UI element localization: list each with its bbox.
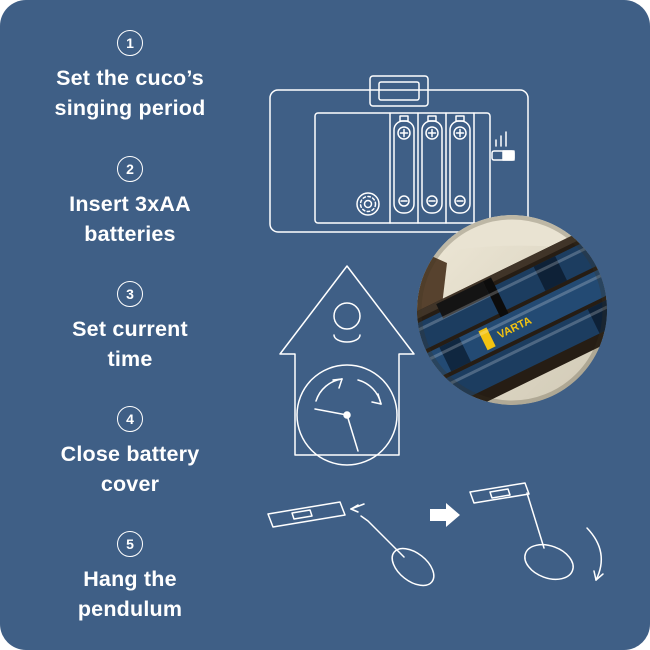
step-1-label: Set the cuco’s singing period xyxy=(10,63,250,123)
hanger-tab xyxy=(369,75,429,107)
battery-3-icon xyxy=(449,115,471,214)
rotate-clockwise-arrows xyxy=(315,378,382,405)
step-4-label-line2: cover xyxy=(100,472,160,496)
insert-arrow-icon xyxy=(350,503,365,513)
switch-icon xyxy=(491,150,515,161)
house-outline xyxy=(279,265,415,456)
step-2-label: Insert 3xAA batteries xyxy=(10,189,250,249)
battery-compartment-diagram xyxy=(268,74,530,234)
cuckoo-hole xyxy=(333,302,361,330)
battery-bay-photo: VARTA xyxy=(417,217,607,405)
battery-photo-inset: VARTA xyxy=(417,215,607,405)
step-3-number-badge: 3 xyxy=(117,281,143,307)
volume-icon xyxy=(495,131,507,147)
pendulum-rod xyxy=(526,492,545,549)
step-4-label-line1: Close battery xyxy=(60,442,200,466)
step-3: 3 Set current time xyxy=(10,281,250,374)
clock-base-plate xyxy=(469,482,530,504)
contact-clip-photo xyxy=(482,277,509,318)
step-1-number-badge: 1 xyxy=(117,30,143,56)
pendulum-attach-diagram xyxy=(252,478,442,598)
minute-hand xyxy=(346,414,359,452)
step-3-label-line1: Set current xyxy=(72,317,188,341)
step-1-label-line1: Set the cuco’s xyxy=(56,66,204,90)
battery-2-icon xyxy=(421,115,443,214)
step-1-label-line2: singing period xyxy=(54,96,206,120)
battery-photo-3 xyxy=(417,296,607,405)
step-4-number-badge: 4 xyxy=(117,406,143,432)
step-4: 4 Close battery cover xyxy=(10,406,250,499)
next-step-arrow-icon xyxy=(430,502,460,528)
hour-hand xyxy=(314,408,348,416)
step-5-label: Hang the pendulum xyxy=(10,564,250,624)
pendulum-bob xyxy=(391,547,435,587)
compartment-outline xyxy=(269,89,529,233)
step-2-label-line2: batteries xyxy=(84,222,176,246)
step-2-number-badge: 2 xyxy=(117,156,143,182)
step-5-number-badge: 5 xyxy=(117,531,143,557)
step-2: 2 Insert 3xAA batteries xyxy=(10,156,250,249)
pendulum-hang-diagram xyxy=(452,470,637,605)
step-3-label-line2: time xyxy=(107,347,153,371)
pendulum-bob xyxy=(524,543,574,581)
clock-base-plate xyxy=(267,501,346,528)
cuckoo-clock-diagram xyxy=(262,258,447,473)
step-5-label-line1: Hang the xyxy=(83,567,177,591)
pendulum-rod xyxy=(360,515,405,558)
pendulum-slot xyxy=(291,509,313,520)
clock-face xyxy=(296,364,398,466)
step-5-label-line2: pendulum xyxy=(77,597,183,621)
step-2-label-line1: Insert 3xAA xyxy=(69,192,191,216)
battery-holder xyxy=(314,112,491,224)
battery-1-icon xyxy=(393,115,415,214)
song-dial-icon xyxy=(356,192,380,216)
step-4-label: Close battery cover xyxy=(10,439,250,499)
swing-arrow-icon xyxy=(586,527,604,581)
step-1: 1 Set the cuco’s singing period xyxy=(10,30,250,123)
step-5: 5 Hang the pendulum xyxy=(10,531,250,624)
step-3-label: Set current time xyxy=(10,314,250,374)
pendulum-slot xyxy=(489,488,511,499)
